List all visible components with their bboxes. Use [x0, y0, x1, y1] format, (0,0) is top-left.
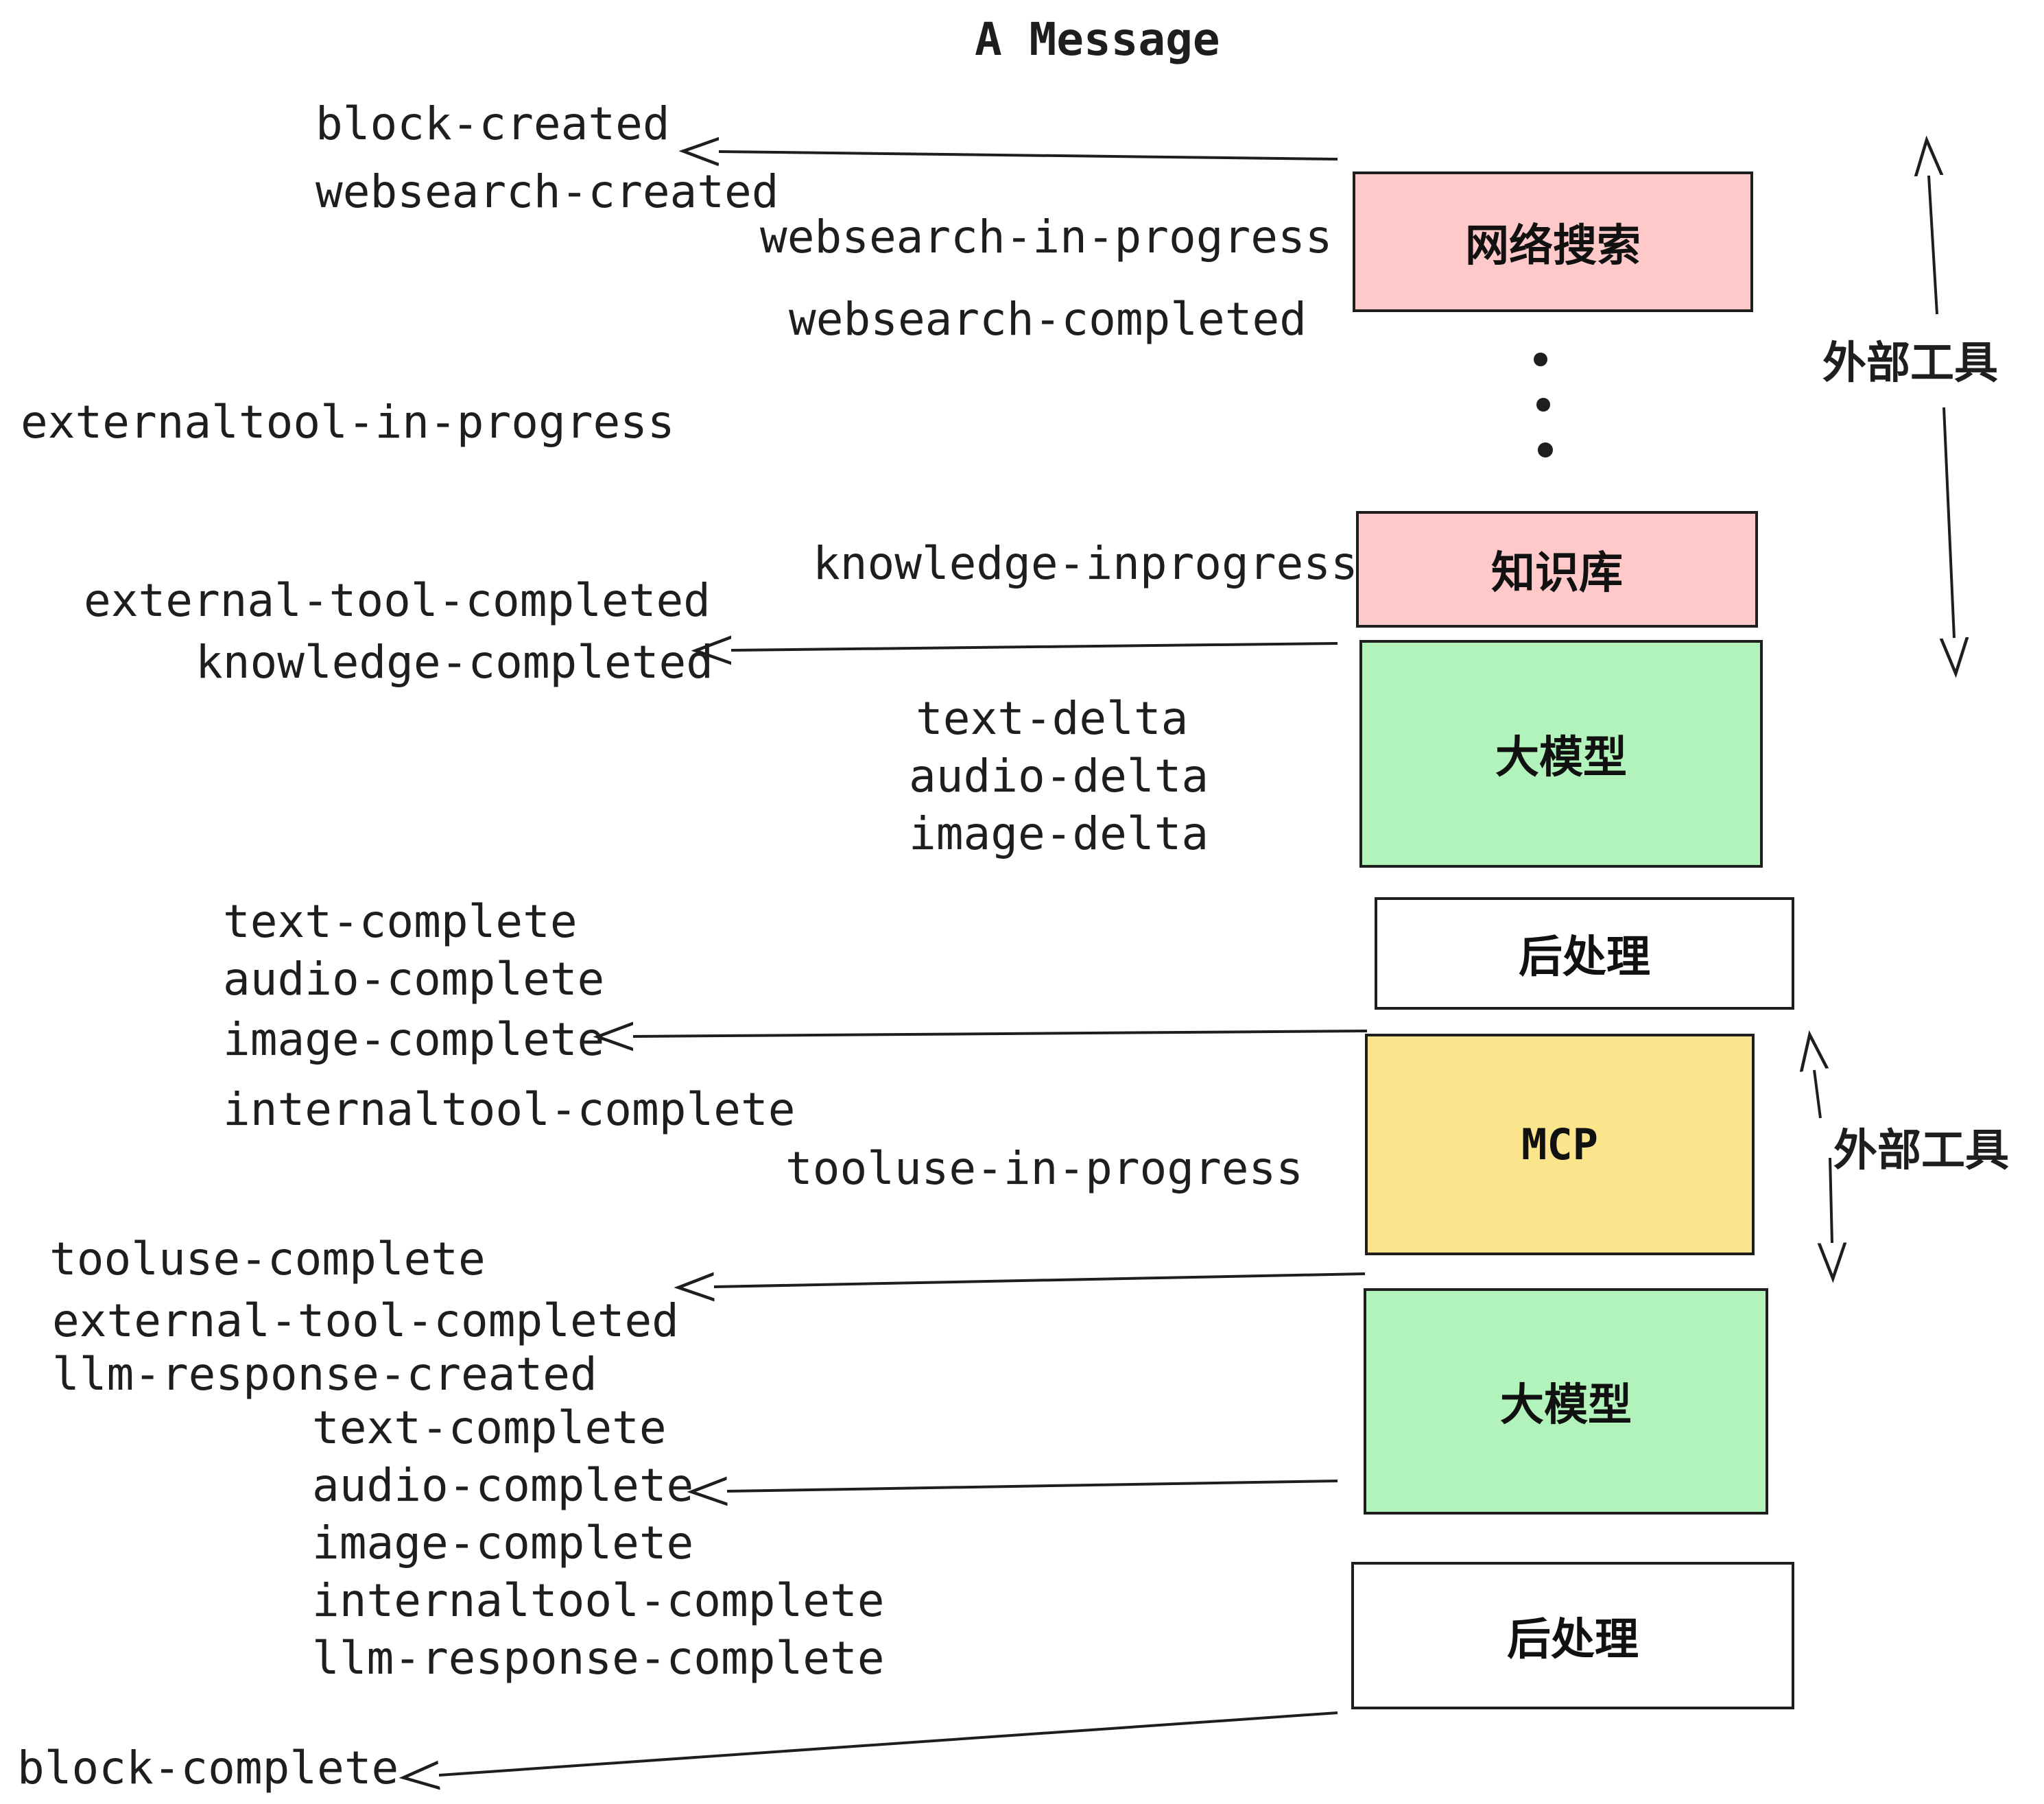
node-mcp-label: MCP — [1521, 1119, 1598, 1170]
event-text-complete-2: text-complete — [312, 1401, 667, 1454]
arrow-block-complete-icon — [439, 1711, 1338, 1775]
node-websearch-label: 网络搜索 — [1465, 220, 1641, 270]
node-llm-2-label: 大模型 — [1500, 1380, 1632, 1429]
event-websearch-in-progress: websearch-in-progress — [760, 211, 1333, 263]
event-knowledge-inprogress: knowledge-inprogress — [813, 537, 1358, 590]
event-audio-complete-2: audio-complete — [312, 1459, 694, 1512]
event-externaltool-in-progress: externaltool-in-progress — [21, 396, 675, 449]
node-postprocess-2: 后处理 — [1351, 1562, 1794, 1709]
external-tools-mid-up-arrow-icon — [1814, 1070, 1820, 1119]
node-llm-1: 大模型 — [1359, 640, 1763, 868]
node-postprocess-2-label: 后处理 — [1507, 1614, 1639, 1664]
external-tools-mid-down-arrow-icon — [1830, 1157, 1832, 1243]
event-image-complete-2: image-complete — [312, 1517, 694, 1569]
event-tooluse-complete: tooluse-complete — [49, 1233, 486, 1285]
event-tooluse-in-progress: tooluse-in-progress — [785, 1142, 1303, 1195]
vertical-ellipsis-icon — [1534, 353, 1553, 458]
event-llm-response-created: llm-response-created — [52, 1348, 597, 1401]
arrow-audio-complete-icon — [727, 1481, 1338, 1491]
event-block-created: block-created — [316, 97, 670, 150]
arrow-tooluse-complete-icon — [714, 1274, 1366, 1287]
external-tools-top-up-arrow-icon — [1929, 176, 1937, 315]
event-image-complete: image-complete — [223, 1013, 605, 1066]
node-postprocess-1-label: 后处理 — [1519, 932, 1650, 982]
node-mcp: MCP — [1365, 1034, 1755, 1255]
node-llm-1-label: 大模型 — [1495, 733, 1627, 782]
event-audio-delta: audio-delta — [909, 750, 1209, 803]
page-title: A Message — [975, 13, 1220, 66]
node-knowledge-label: 知识库 — [1491, 548, 1623, 597]
event-audio-complete: audio-complete — [223, 953, 605, 1006]
event-internaltool-complete-2: internaltool-complete — [312, 1574, 885, 1627]
event-text-delta: text-delta — [916, 692, 1189, 745]
arrow-knowledge-completed-icon — [731, 643, 1338, 650]
node-postprocess-1: 后处理 — [1375, 897, 1794, 1010]
event-external-tool-completed-2: external-tool-completed — [52, 1294, 679, 1347]
event-block-complete: block-complete — [17, 1742, 399, 1794]
node-websearch: 网络搜索 — [1353, 171, 1753, 312]
node-llm-2: 大模型 — [1364, 1288, 1768, 1515]
external-tools-top-down-arrow-icon — [1944, 407, 1954, 638]
node-knowledge-base: 知识库 — [1356, 511, 1758, 628]
event-websearch-completed: websearch-completed — [789, 293, 1307, 346]
event-text-complete: text-complete — [223, 895, 578, 948]
arrow-image-complete-icon — [633, 1031, 1368, 1036]
event-llm-response-complete: llm-response-complete — [312, 1632, 885, 1685]
event-internaltool-complete: internaltool-complete — [223, 1083, 796, 1136]
event-knowledge-completed: knowledge-completed — [195, 636, 713, 689]
label-external-tools-top: 外部工具 — [1822, 338, 1998, 388]
arrow-block-created-icon — [719, 152, 1338, 159]
event-external-tool-completed: external-tool-completed — [84, 574, 711, 627]
event-image-delta: image-delta — [909, 807, 1209, 860]
label-external-tools-mid: 外部工具 — [1833, 1126, 2009, 1175]
event-websearch-created: websearch-created — [316, 165, 779, 218]
